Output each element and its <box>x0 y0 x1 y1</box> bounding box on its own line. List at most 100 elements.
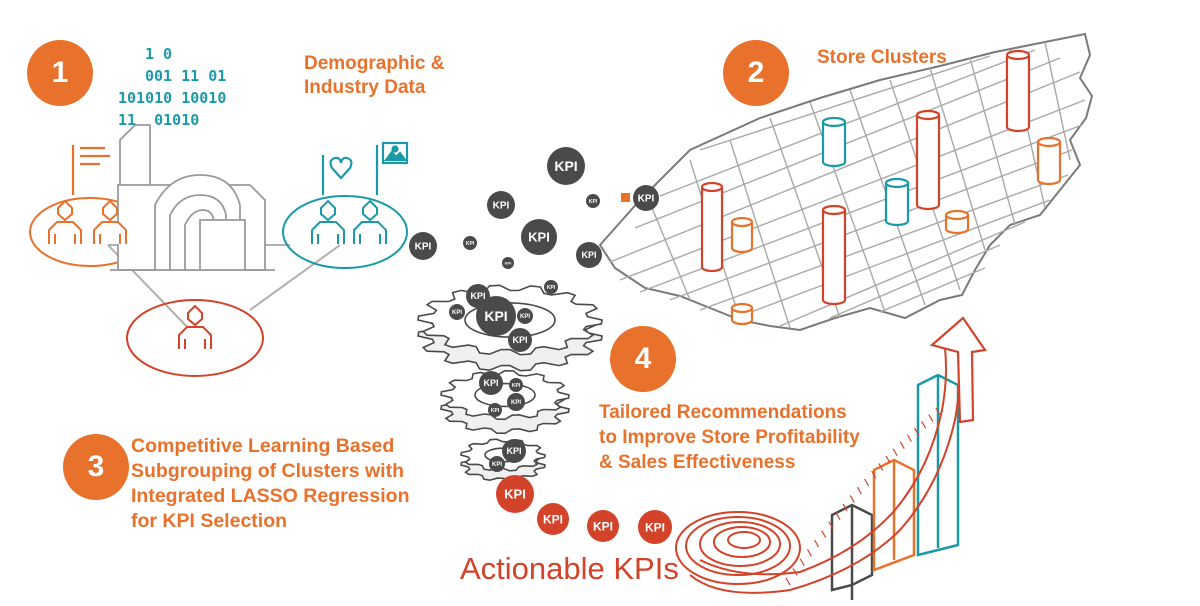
step-4-text: Tailored Recommendations to Improve Stor… <box>599 400 860 475</box>
step-1-badge: 1 <box>27 40 93 106</box>
kpi-bubble-label: KPI <box>543 512 563 526</box>
binary-line-1: 1 0 <box>145 45 173 63</box>
kpi-bubble-label: KPI <box>466 241 475 247</box>
step-1-number: 1 <box>51 56 69 89</box>
kpi-marker <box>621 193 630 202</box>
kpi-bubble-label: KPI <box>506 446 521 456</box>
kpi-bubble: KPI <box>509 378 523 392</box>
step-2-badge: 2 <box>723 40 789 106</box>
kpi-bubble: KPI <box>409 232 437 260</box>
person-group-icon <box>311 199 345 244</box>
document-sign-icon <box>71 145 110 195</box>
kpi-bubble: KPI <box>507 393 525 411</box>
kpi-bubble-label: KPI <box>511 400 521 406</box>
kpi-bubble-label: KPI <box>512 383 521 389</box>
cluster-cylinder <box>730 302 754 326</box>
kpi-bubble-label: KPI <box>492 462 502 468</box>
cluster-cylinder <box>821 204 847 306</box>
step-3-line-2: Subgrouping of Clusters with <box>131 460 404 482</box>
kpi-bubble: KPI <box>496 475 534 513</box>
bar-chart-icon <box>830 373 960 600</box>
step-4-line-2: to Improve Store Profitability <box>599 427 860 448</box>
kpi-bubble: KPI <box>502 439 526 463</box>
kpi-bubble: KPI <box>576 242 602 268</box>
step-3-number: 3 <box>87 450 105 483</box>
kpi-bubble: KPI <box>587 510 619 542</box>
step-3-line-1: Competitive Learning Based <box>131 435 395 457</box>
kpi-bubble: KPI <box>502 257 514 269</box>
gear-icon <box>440 369 570 435</box>
step-2-title: Store Clusters <box>817 47 947 68</box>
actionable-kpis-label: Actionable KPIs <box>460 551 679 586</box>
cluster-cylinders <box>700 49 1062 326</box>
kpi-bubble-label: KPI <box>638 194 655 205</box>
kpi-bubble-label: KPI <box>593 519 613 533</box>
cluster-cylinder <box>1005 49 1031 133</box>
kpi-bubble-label: KPI <box>484 308 507 324</box>
kpi-bubble-label: KPI <box>505 260 512 265</box>
cluster-cylinder <box>915 109 941 211</box>
kpi-bubble: KPI <box>537 503 569 535</box>
step-4-badge: 4 <box>610 326 676 392</box>
heart-sign-icon <box>321 155 353 195</box>
kpi-bubble-label: KPI <box>581 250 596 260</box>
kpi-bubble: KPI <box>638 510 672 544</box>
cluster-cylinder <box>821 116 847 168</box>
kpi-bubble: KPI <box>517 308 533 324</box>
kpi-bubble: KPI <box>544 280 558 294</box>
kpi-bubble-label: KPI <box>483 378 498 388</box>
arrow-up-icon <box>929 316 987 424</box>
kpi-bubble: KPI <box>463 236 477 250</box>
kpi-bubbles: KPI KPI KPI KPI KPI KPI KPI KPI KPI KPI KPI KPI KPI K… <box>409 147 672 544</box>
step-1-title-line-1: Demographic & <box>304 53 445 74</box>
step-3-line-4: for KPI Selection <box>131 510 288 532</box>
photo-sign-icon <box>375 141 409 195</box>
kpi-bubble-label: KPI <box>491 408 500 414</box>
kpi-bubble-label: KPI <box>528 230 550 245</box>
kpi-bubble-label: KPI <box>520 314 530 320</box>
step-3-line-3: Integrated LASSO Regression <box>131 485 410 507</box>
kpi-bubble: KPI <box>586 194 600 208</box>
person-group-icon <box>93 199 127 244</box>
factory-icon <box>110 124 275 271</box>
step-4-number: 4 <box>634 342 652 375</box>
kpi-bubble: KPI <box>479 371 503 395</box>
person-group-icon <box>48 199 82 244</box>
cluster-cylinder <box>884 177 910 227</box>
person-group-icon <box>178 304 212 349</box>
kpi-bubble-label: KPI <box>589 199 598 205</box>
step-3-badge: 3 <box>63 434 129 500</box>
kpi-bubble: KPI <box>449 304 465 320</box>
kpi-bubble-label: KPI <box>512 335 527 345</box>
binary-line-3: 101010 10010 <box>118 89 227 107</box>
kpi-bubble-label: KPI <box>504 487 526 502</box>
kpi-bubble-label: KPI <box>547 285 556 291</box>
kpi-bubble: KPI <box>521 219 557 255</box>
step-4-line-1: Tailored Recommendations <box>599 402 847 423</box>
kpi-bubble-label: KPI <box>452 310 462 316</box>
kpi-bubble: KPI <box>476 296 516 336</box>
binary-line-2: 001 11 01 <box>145 67 227 85</box>
cluster-cylinder <box>944 209 970 235</box>
kpi-bubble: KPI <box>547 147 585 185</box>
person-group-icon <box>353 199 387 244</box>
kpi-bubble: KPI <box>508 328 532 352</box>
step-1-title-line-2: Industry Data <box>304 77 426 98</box>
kpi-bubble-label: KPI <box>470 291 485 301</box>
binary-line-4: 11 01010 <box>118 111 200 129</box>
kpi-bubble-label: KPI <box>493 201 510 212</box>
tape-measure-icon <box>675 344 962 594</box>
step-2-number: 2 <box>747 56 765 89</box>
kpi-bubble: KPI <box>487 191 515 219</box>
kpi-bubble: KPI <box>489 456 505 472</box>
cluster-cylinder <box>700 181 724 273</box>
kpi-bubble: KPI <box>633 185 659 211</box>
cluster-cylinder <box>1036 136 1062 186</box>
kpi-bubble-label: KPI <box>645 520 665 534</box>
step-4-line-3: & Sales Effectiveness <box>599 452 796 473</box>
kpi-bubble: KPI <box>488 403 502 417</box>
step-1-title: Demographic & Industry Data <box>304 52 444 100</box>
cluster-cylinder <box>730 216 754 254</box>
